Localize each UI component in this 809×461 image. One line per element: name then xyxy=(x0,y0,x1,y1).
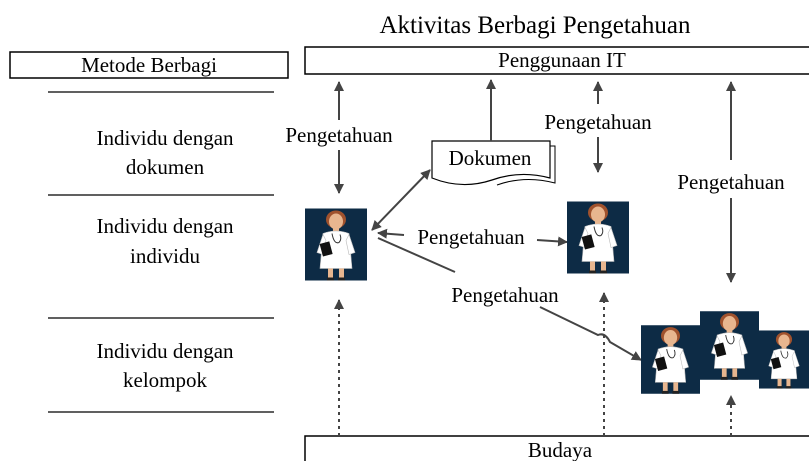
arrow-individual-to-individual-right xyxy=(536,236,568,247)
arrow-individual-to-group-b xyxy=(539,306,642,361)
arrows xyxy=(334,79,736,436)
knowledge-label-it-group: Pengetahuan xyxy=(677,170,785,194)
method-individual-group-line1: Individu dengan xyxy=(96,339,234,363)
it-header-label: Penggunaan IT xyxy=(498,48,626,72)
knowledge-label-it-person2: Pengetahuan xyxy=(544,110,652,134)
group-doctor-1-icon xyxy=(641,324,700,395)
second-individual-doctor-icon xyxy=(567,200,629,275)
diagram-title: Aktivitas Berbagi Pengetahuan xyxy=(379,12,691,39)
arrow-individual-to-group-a xyxy=(377,237,456,273)
culture-footer-label: Budaya xyxy=(528,438,593,461)
arrow-individual-document xyxy=(371,169,431,231)
knowledge-label-individual-to-group: Pengetahuan xyxy=(451,283,559,307)
method-dividers xyxy=(48,91,274,413)
culture-footer: Budaya xyxy=(304,435,809,461)
method-individual-document-line1: Individu dengan xyxy=(96,126,234,150)
knowledge-label-individual-to-individual: Pengetahuan xyxy=(417,225,525,249)
method-individual-document-line2: dokumen xyxy=(126,155,205,179)
method-header: Metode Berbagi xyxy=(9,51,289,79)
method-individual-individual-line2: individu xyxy=(130,244,201,268)
method-header-label: Metode Berbagi xyxy=(81,53,217,77)
knowledge-label-it-individual: Pengetahuan xyxy=(285,123,393,147)
document-shape: Dokumen xyxy=(431,140,556,186)
individual-doctor-icon xyxy=(305,207,367,282)
arrow-individual-to-individual-left xyxy=(377,228,405,239)
it-header: Penggunaan IT xyxy=(304,46,809,75)
group-doctor-2-icon xyxy=(700,310,759,381)
method-individual-individual-line1: Individu dengan xyxy=(96,214,234,238)
document-label: Dokumen xyxy=(449,146,532,170)
method-individual-group-line2: kelompok xyxy=(123,368,207,392)
group-doctor-3-icon xyxy=(759,329,809,390)
